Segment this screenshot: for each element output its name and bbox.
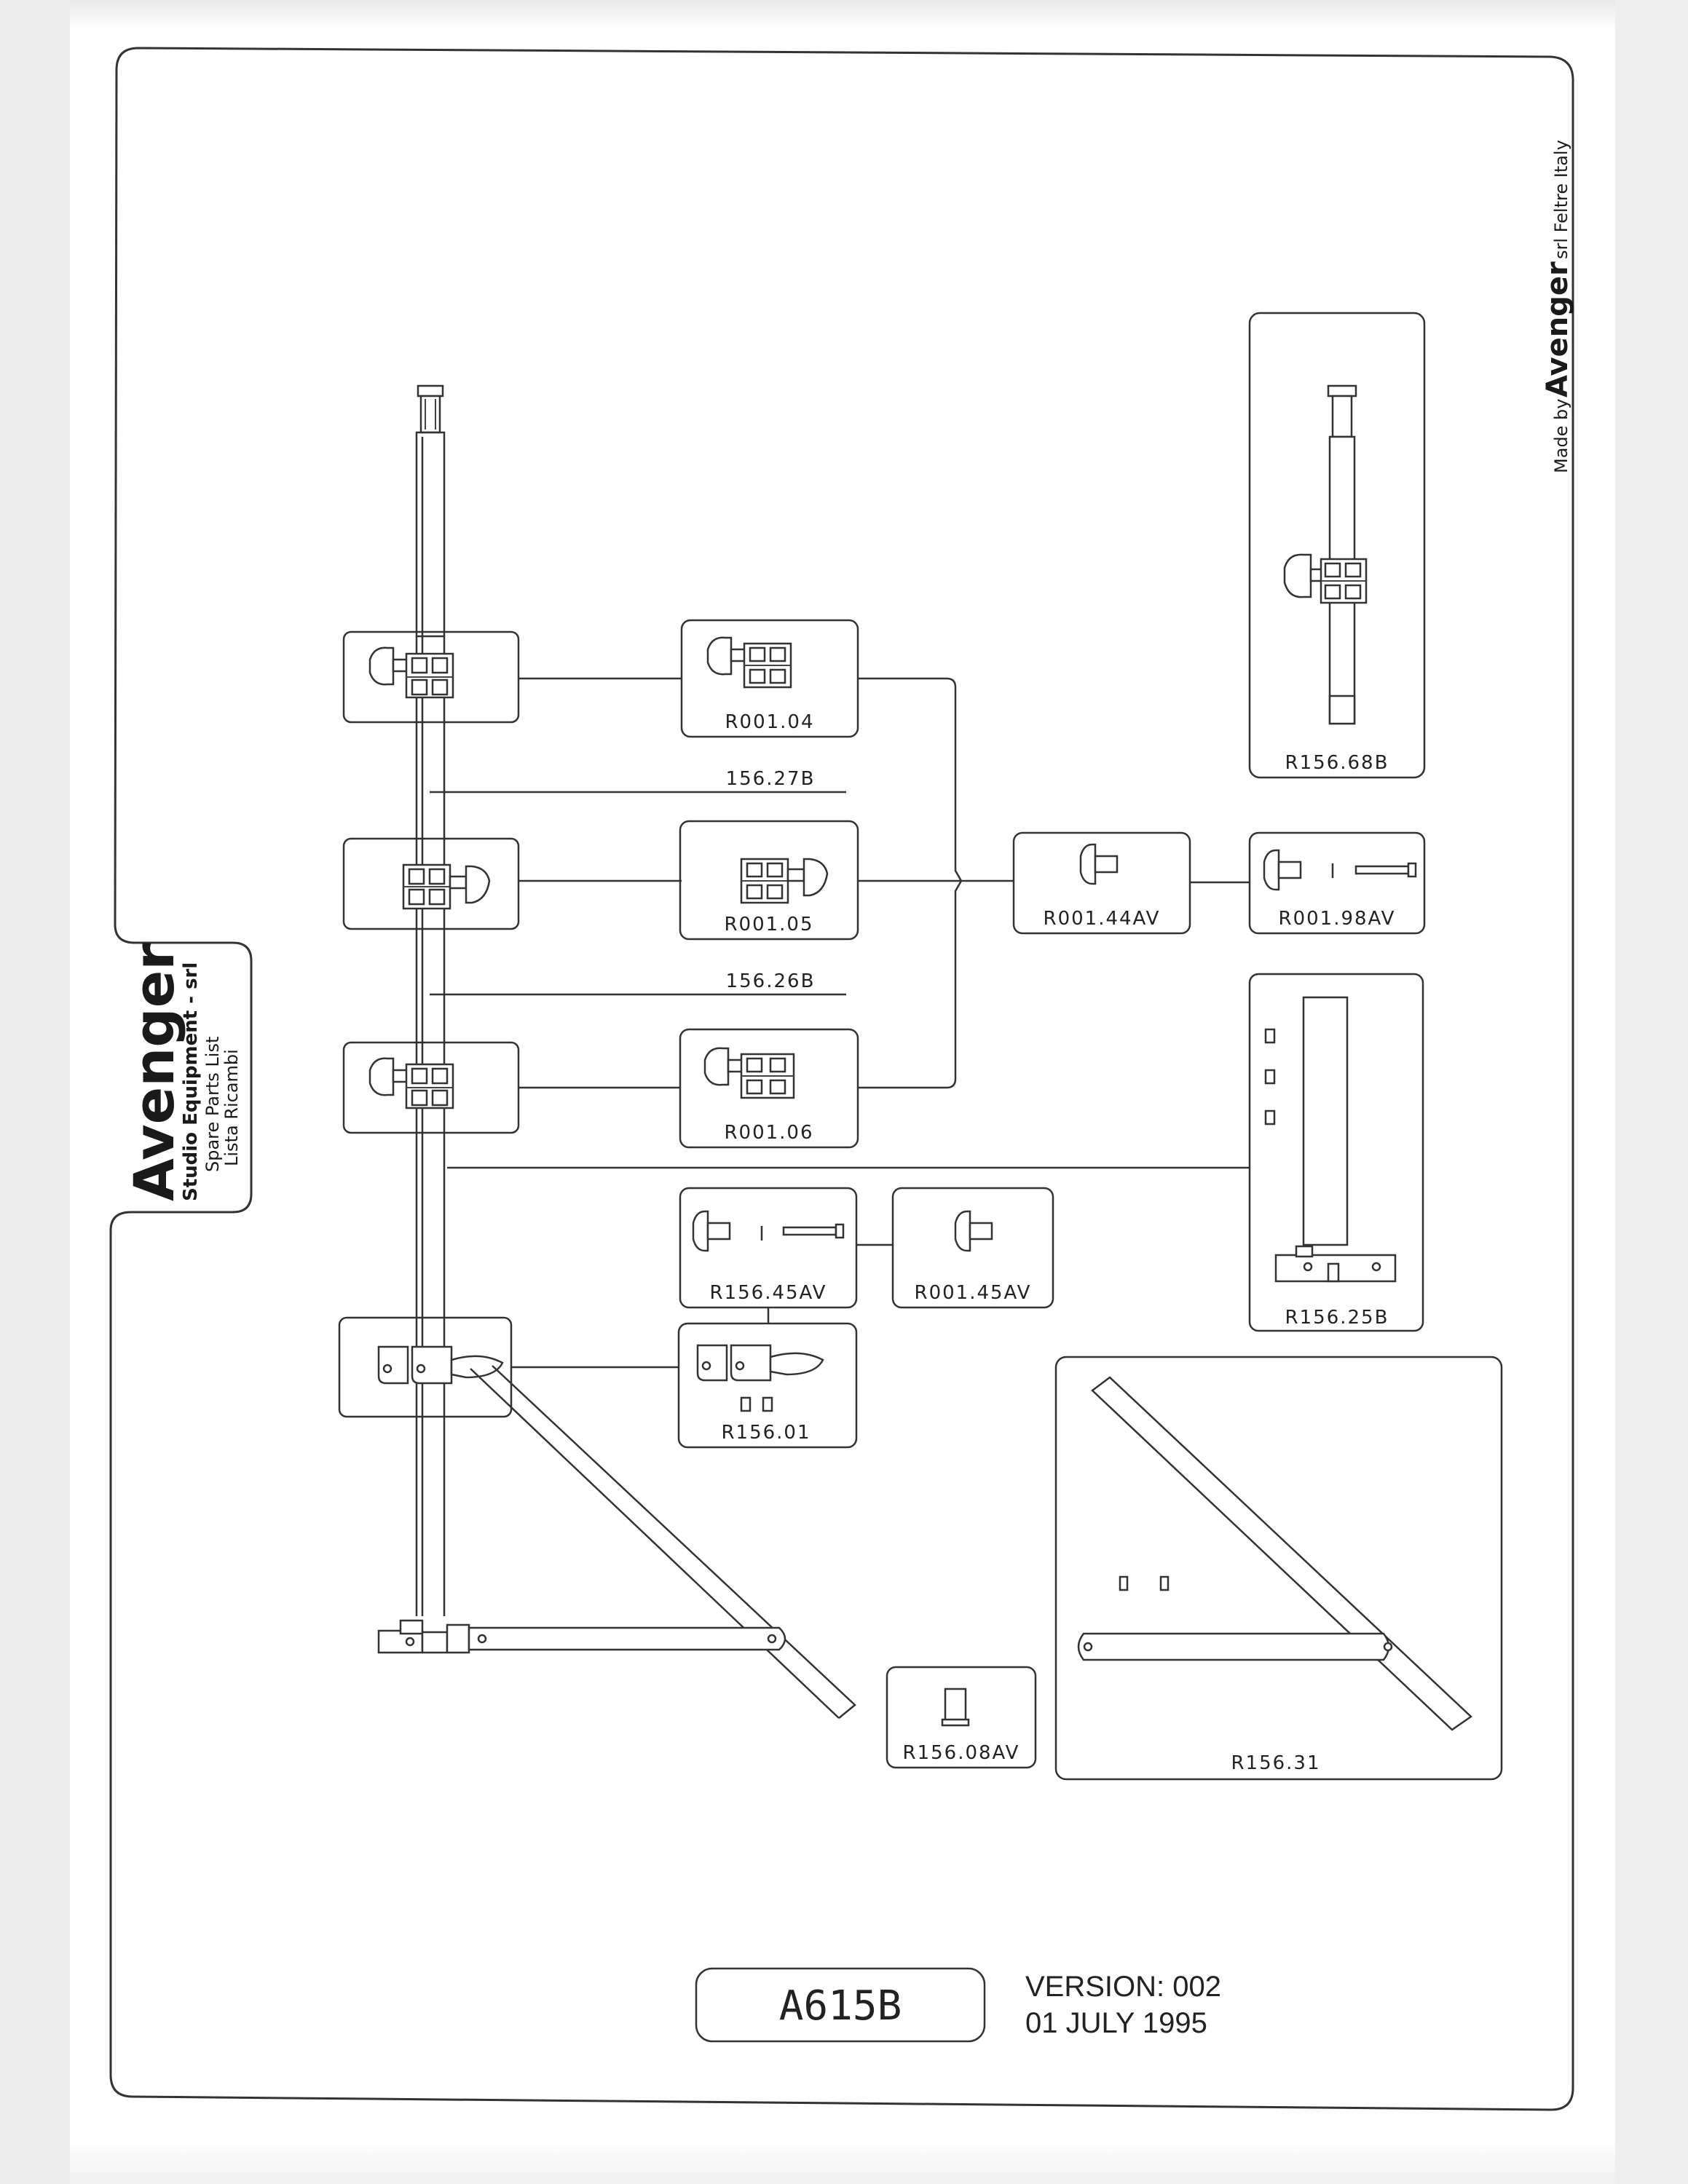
part-box-r001-06: R001.06 bbox=[679, 1028, 859, 1149]
leg-assembly bbox=[377, 1365, 856, 1719]
brand-subtitle-it: Lista Ricambi bbox=[221, 1049, 242, 1166]
sheet-frame bbox=[109, 47, 1574, 2111]
scan-edge-bottom bbox=[70, 2140, 1615, 2184]
brand-tab: Avenger Studio Equipment - srl Spare Par… bbox=[122, 943, 242, 1201]
label-r001-06: R001.06 bbox=[724, 1122, 813, 1144]
part-box-r156-08av: R156.08AV bbox=[886, 1666, 1037, 1769]
part-box-r001-98av: R001.98AV bbox=[1248, 831, 1426, 935]
part-box-r156-31: R156.31 bbox=[1054, 1356, 1503, 1781]
model-number: A615B bbox=[779, 1982, 902, 2030]
part-box-r156-01: R156.01 bbox=[677, 1322, 858, 1449]
brand-subtitle-en: Spare Parts List bbox=[202, 1037, 223, 1172]
maker-prefix: Made by bbox=[1551, 399, 1571, 473]
part-box-r001-04: R001.04 bbox=[680, 619, 859, 738]
label-156-27b: 156.27B bbox=[726, 768, 816, 790]
scan-edge-right bbox=[1615, 0, 1688, 2184]
maker-credit: Made by Avenger srl Feltre Italy bbox=[1541, 140, 1574, 473]
connector-lines bbox=[447, 677, 1250, 1369]
part-box-r001-44av: R001.44AV bbox=[1012, 831, 1191, 935]
maker-name: Avenger bbox=[1541, 261, 1574, 397]
label-r001-44av: R001.44AV bbox=[1044, 908, 1161, 930]
model-box: A615B bbox=[695, 1967, 986, 2043]
label-r001-45av: R001.45AV bbox=[915, 1282, 1032, 1304]
label-r156-68b: R156.68B bbox=[1285, 752, 1389, 774]
part-box-r156-45av: R156.45AV bbox=[679, 1187, 858, 1309]
leg-bracket-detail bbox=[338, 1316, 513, 1418]
version-date: 01 JULY 1995 bbox=[1025, 2007, 1207, 2039]
label-r156-45av: R156.45AV bbox=[710, 1282, 827, 1304]
version-text: VERSION: 002 bbox=[1025, 1971, 1221, 2003]
clamp-detail-1 bbox=[342, 630, 520, 724]
label-r001-04: R001.04 bbox=[725, 711, 814, 733]
label-r001-05: R001.05 bbox=[724, 914, 813, 935]
main-stand bbox=[415, 384, 446, 1616]
label-156-26b: 156.26B bbox=[726, 970, 816, 992]
label-r156-25b: R156.25B bbox=[1285, 1307, 1389, 1329]
scan-edge-left bbox=[0, 0, 70, 2184]
part-box-r001-05: R001.05 bbox=[679, 820, 859, 941]
brand-name: Avenger bbox=[122, 943, 186, 1201]
clamp-detail-2 bbox=[342, 837, 520, 930]
maker-suffix: srl Feltre Italy bbox=[1551, 140, 1571, 259]
clamp-detail-3 bbox=[342, 1041, 520, 1134]
brand-company: Studio Equipment - srl bbox=[180, 962, 202, 1201]
part-box-r156-68b: R156.68B bbox=[1248, 312, 1426, 779]
part-box-r156-25b: R156.25B bbox=[1248, 973, 1424, 1332]
label-r156-08av: R156.08AV bbox=[903, 1742, 1020, 1764]
scan-edge-top bbox=[70, 0, 1615, 29]
label-r156-31: R156.31 bbox=[1231, 1752, 1320, 1774]
label-r001-98av: R001.98AV bbox=[1279, 908, 1396, 930]
label-r156-01: R156.01 bbox=[721, 1422, 811, 1444]
part-box-r001-45av: R001.45AV bbox=[891, 1187, 1054, 1309]
